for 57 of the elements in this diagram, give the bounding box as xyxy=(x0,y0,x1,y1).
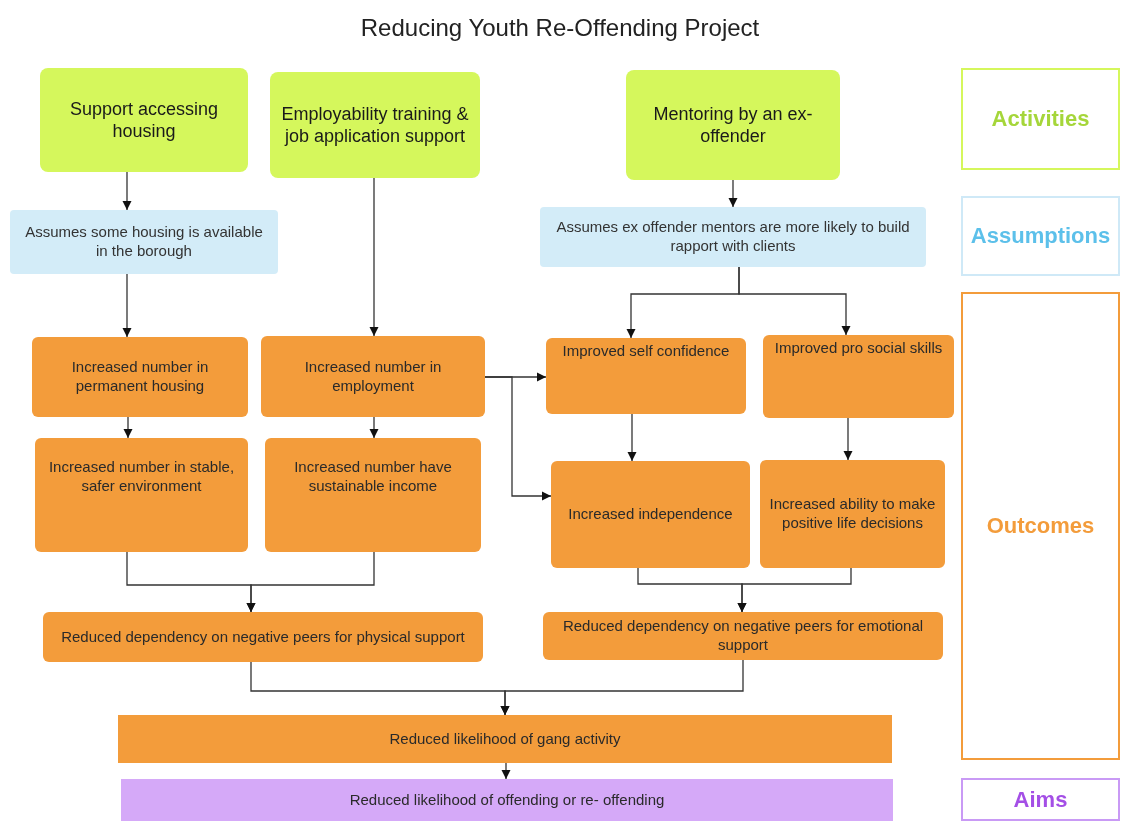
box-text: Assumes ex offender mentors are more likely to build rapport with clients xyxy=(555,218,911,256)
outcome-box xyxy=(118,715,892,763)
connector-arrow xyxy=(738,266,851,336)
outcome-box xyxy=(760,460,945,568)
outcome-box xyxy=(546,338,746,414)
outcome-box xyxy=(261,336,485,417)
box-text: Activities xyxy=(991,105,1090,133)
outcome-box xyxy=(32,337,248,417)
box-text: Assumes some housing is available in the borough xyxy=(24,223,264,261)
activity-box xyxy=(40,68,248,172)
connector-arrow xyxy=(501,762,511,780)
box-text: Increased independence xyxy=(568,505,733,524)
box-text: Increased number in stable, safer environment xyxy=(47,458,236,496)
aim-box xyxy=(121,779,893,821)
connector-arrow xyxy=(843,417,853,461)
connector-arrow xyxy=(246,551,375,613)
box-text: Reduced dependency on negative peers for physical support xyxy=(61,627,465,647)
stage-label-box xyxy=(961,68,1120,170)
outcome-box xyxy=(543,612,943,660)
box-text: Assumptions xyxy=(970,222,1111,250)
connector-arrow xyxy=(728,179,738,208)
box-text: Employability training & job application support xyxy=(280,102,470,148)
outcome-box xyxy=(265,438,481,552)
assumption-box xyxy=(10,210,278,274)
connector-arrow xyxy=(122,171,132,211)
stage-label-box xyxy=(961,196,1120,276)
connector-arrow xyxy=(369,416,379,439)
box-text: Improved self confidence xyxy=(562,342,730,361)
connector-arrow xyxy=(484,376,552,501)
box-text: Increased number in permanent housing xyxy=(70,358,210,396)
box-text: Increased number have sustainable income xyxy=(293,458,453,496)
assumption-box xyxy=(540,207,926,267)
outcome-box xyxy=(35,438,248,552)
box-text: Reduced likelihood of offending or re- offending xyxy=(349,790,665,810)
box-text: Mentoring by an ex- offender xyxy=(652,102,814,148)
activity-box xyxy=(270,72,480,178)
connector-arrow xyxy=(627,413,637,462)
connector-arrow xyxy=(122,273,132,338)
box-text: Increased ability to make positive life decisions xyxy=(768,495,937,533)
box-text: Support accessing housing xyxy=(68,97,220,143)
box-text: Outcomes xyxy=(986,512,1095,540)
box-text: Reduced likelihood of gang activity xyxy=(389,729,621,749)
connector-arrow xyxy=(500,659,744,716)
connector-arrow xyxy=(123,416,133,439)
box-text: Increased number in employment xyxy=(303,357,443,396)
diagram-title: Reducing Youth Re-Offending Project xyxy=(359,13,761,43)
box-text: Aims xyxy=(1013,785,1068,814)
activity-box xyxy=(626,70,840,180)
outcome-box xyxy=(763,335,954,418)
connector-arrow xyxy=(737,567,852,613)
box-text: Improved pro social skills xyxy=(774,339,943,358)
stage-label-box xyxy=(961,292,1120,760)
outcome-box xyxy=(43,612,483,662)
box-text: Reduced dependency on negative peers for emotional support xyxy=(561,617,925,655)
connector-arrow xyxy=(369,177,379,337)
outcome-box xyxy=(551,461,750,568)
stage-label-box xyxy=(961,778,1120,821)
